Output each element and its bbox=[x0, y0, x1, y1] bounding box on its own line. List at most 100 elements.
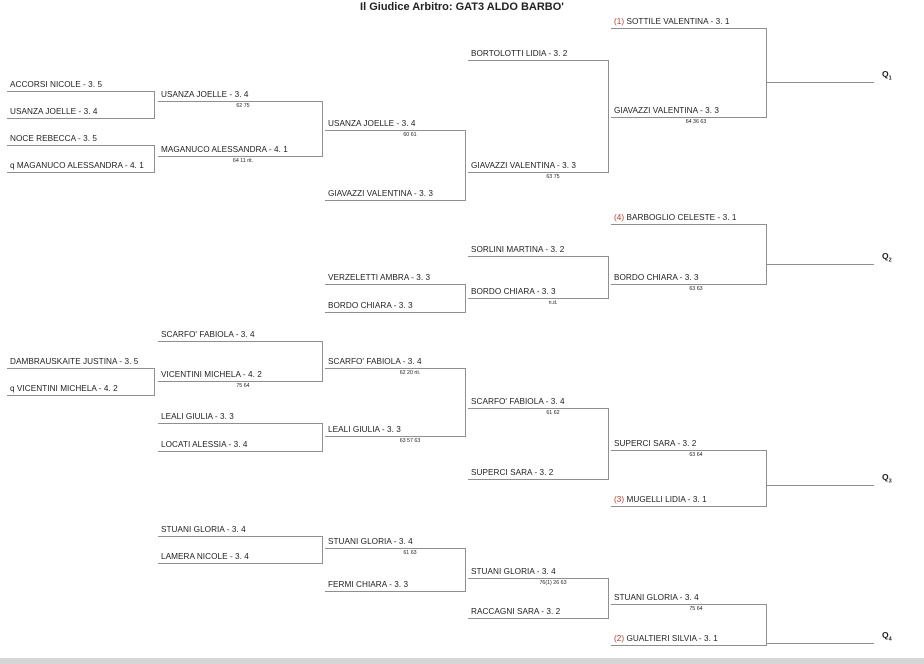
qualifier-label: Q1 bbox=[882, 69, 892, 82]
round4-slot-line bbox=[468, 172, 608, 174]
round2-slot: USANZA JOELLE - 3. 4 bbox=[161, 90, 248, 100]
match-score: 63 75 bbox=[546, 174, 560, 180]
match-score: 62 75 bbox=[236, 103, 250, 109]
round2-slot-line bbox=[158, 423, 322, 425]
round2-slot: LAMERA NICOLE - 3. 4 bbox=[161, 552, 249, 562]
qualifier-index: 3 bbox=[888, 478, 892, 485]
round1-slot: q VICENTINI MICHELA - 4. 2 bbox=[10, 384, 118, 394]
round1-slot: DAMBRAUSKAITE JUSTINA - 3. 5 bbox=[10, 357, 138, 367]
round1-slot: NOCE REBECCA - 3. 5 bbox=[10, 134, 97, 144]
round2-slot-line bbox=[158, 536, 322, 538]
match-score: 60 61 bbox=[403, 132, 417, 138]
qualifier-letter: Q bbox=[882, 630, 889, 640]
round2-slot: STUANI GLORIA - 3. 4 bbox=[161, 525, 246, 535]
match-score: 63 57 63 bbox=[399, 438, 421, 444]
round4-slot: BORTOLOTTI LIDIA - 3. 2 bbox=[471, 49, 567, 59]
round5-slot: (1) SOTTILE VALENTINA - 3. 1 bbox=[614, 17, 729, 27]
player-name: GIAVAZZI VALENTINA - 3. 3 bbox=[614, 106, 719, 115]
round5-slot: BORDO CHIARA - 3. 3 bbox=[614, 273, 699, 283]
player-name: SCARFO' FABIOLA - 3. 4 bbox=[471, 397, 565, 406]
round1-slot-line bbox=[7, 172, 154, 174]
round5-slot-line bbox=[611, 28, 766, 30]
seed-number: (3) bbox=[614, 495, 625, 504]
player-name: LAMERA NICOLE - 3. 4 bbox=[161, 552, 249, 561]
round5-slot: (2) GUALTIERI SILVIA - 3. 1 bbox=[614, 634, 718, 644]
player-name: STUANI GLORIA - 3. 4 bbox=[328, 537, 413, 546]
player-name: GUALTIERI SILVIA - 3. 1 bbox=[626, 634, 718, 643]
round1-slot: ACCORSI NICOLE - 3. 5 bbox=[10, 80, 102, 90]
round3-slot: LEALI GIULIA - 3. 3 bbox=[328, 425, 401, 435]
round1-slot: q MAGANUCO ALESSANDRA - 4. 1 bbox=[10, 161, 144, 171]
round2-connector bbox=[322, 536, 324, 564]
round3-slot: STUANI GLORIA - 3. 4 bbox=[328, 537, 413, 547]
round5-slot-line bbox=[611, 450, 766, 452]
round4-slot: RACCAGNI SARA - 3. 2 bbox=[471, 607, 560, 617]
round2-slot-line bbox=[158, 341, 322, 343]
round1-slot: USANZA JOELLE - 3. 4 bbox=[10, 107, 97, 117]
qualifier-index: 4 bbox=[888, 636, 892, 643]
round4-slot-line bbox=[468, 479, 608, 481]
seed-number: (4) bbox=[614, 213, 625, 222]
round3-slot: GIAVAZZI VALENTINA - 3. 3 bbox=[328, 189, 433, 199]
round2-slot-line bbox=[158, 156, 322, 158]
player-name: BORDO CHIARA - 3. 3 bbox=[471, 287, 556, 296]
match-score: 63 64 bbox=[689, 452, 703, 458]
player-name: GIAVAZZI VALENTINA - 3. 3 bbox=[471, 161, 576, 170]
qualifier-label: Q4 bbox=[882, 630, 892, 643]
qualifier-letter: Q bbox=[882, 251, 889, 261]
qualifier-letter: Q bbox=[882, 472, 889, 482]
round5-slot-line bbox=[611, 224, 766, 226]
player-name: ACCORSI NICOLE - 3. 5 bbox=[10, 80, 103, 89]
round2-connector bbox=[322, 423, 324, 452]
round3-slot-line bbox=[325, 284, 465, 286]
round5-slot-line bbox=[611, 284, 766, 286]
match-score: 63 63 bbox=[689, 286, 703, 292]
round3-slot: SCARFO' FABIOLA - 3. 4 bbox=[328, 357, 422, 367]
round2-slot: LOCATI ALESSIA - 3. 4 bbox=[161, 440, 247, 450]
round3-slot: VERZELETTI AMBRA - 3. 3 bbox=[328, 273, 430, 283]
match-score: 76(1) 26 63 bbox=[539, 580, 567, 586]
round2-slot: LEALI GIULIA - 3. 3 bbox=[161, 412, 234, 422]
match-score: 61 63 bbox=[403, 550, 417, 556]
round4-slot: SORLINI MARTINA - 3. 2 bbox=[471, 245, 564, 255]
player-name: BORTOLOTTI LIDIA - 3. 2 bbox=[471, 49, 568, 58]
round5-slot-line bbox=[611, 117, 766, 119]
round4-connector bbox=[608, 408, 610, 480]
round2-connector bbox=[322, 101, 324, 157]
round3-slot-line bbox=[325, 436, 465, 438]
round3-slot: BORDO CHIARA - 3. 3 bbox=[328, 301, 413, 311]
page-title: Il Giudice Arbitro: GAT3 ALDO BARBO' bbox=[360, 1, 564, 13]
player-name: DAMBRAUSKAITE JUSTINA - 3. 5 bbox=[10, 357, 139, 366]
player-name: STUANI GLORIA - 3. 4 bbox=[161, 525, 246, 534]
qualifier-line bbox=[766, 82, 874, 84]
round5-slot-line bbox=[611, 604, 766, 606]
player-name: BORDO CHIARA - 3. 3 bbox=[328, 301, 413, 310]
round1-slot-line bbox=[7, 118, 154, 120]
player-name: q VICENTINI MICHELA - 4. 2 bbox=[10, 384, 118, 393]
round1-slot-line bbox=[7, 368, 154, 370]
round3-slot-line bbox=[325, 312, 465, 314]
round2-slot: MAGANUCO ALESSANDRA - 4. 1 bbox=[161, 145, 288, 155]
player-name: SORLINI MARTINA - 3. 2 bbox=[471, 245, 565, 254]
player-name: VICENTINI MICHELA - 4. 2 bbox=[161, 370, 262, 379]
player-name: VERZELETTI AMBRA - 3. 3 bbox=[328, 273, 431, 282]
player-name: FERMI CHIARA - 3. 3 bbox=[328, 580, 409, 589]
player-name: USANZA JOELLE - 3. 4 bbox=[328, 119, 416, 128]
player-name: LEALI GIULIA - 3. 3 bbox=[161, 412, 234, 421]
player-name: MAGANUCO ALESSANDRA - 4. 1 bbox=[161, 145, 288, 154]
match-score: n.d. bbox=[548, 300, 558, 306]
player-name: STUANI GLORIA - 3. 4 bbox=[614, 593, 699, 602]
round4-slot: SCARFO' FABIOLA - 3. 4 bbox=[471, 397, 565, 407]
qualifier-index: 2 bbox=[888, 257, 892, 264]
qualifier-letter: Q bbox=[882, 69, 889, 79]
round2-connector bbox=[322, 341, 324, 382]
round3-slot: FERMI CHIARA - 3. 3 bbox=[328, 580, 408, 590]
round5-slot: SUPERCI SARA - 3. 2 bbox=[614, 439, 696, 449]
match-score: 75 64 bbox=[236, 383, 250, 389]
round5-connector bbox=[766, 224, 768, 285]
round3-slot-line bbox=[325, 591, 465, 593]
round2-slot-line bbox=[158, 381, 322, 383]
player-name: BARBOGLIO CELESTE - 3. 1 bbox=[626, 213, 737, 222]
player-name: LEALI GIULIA - 3. 3 bbox=[328, 425, 401, 434]
